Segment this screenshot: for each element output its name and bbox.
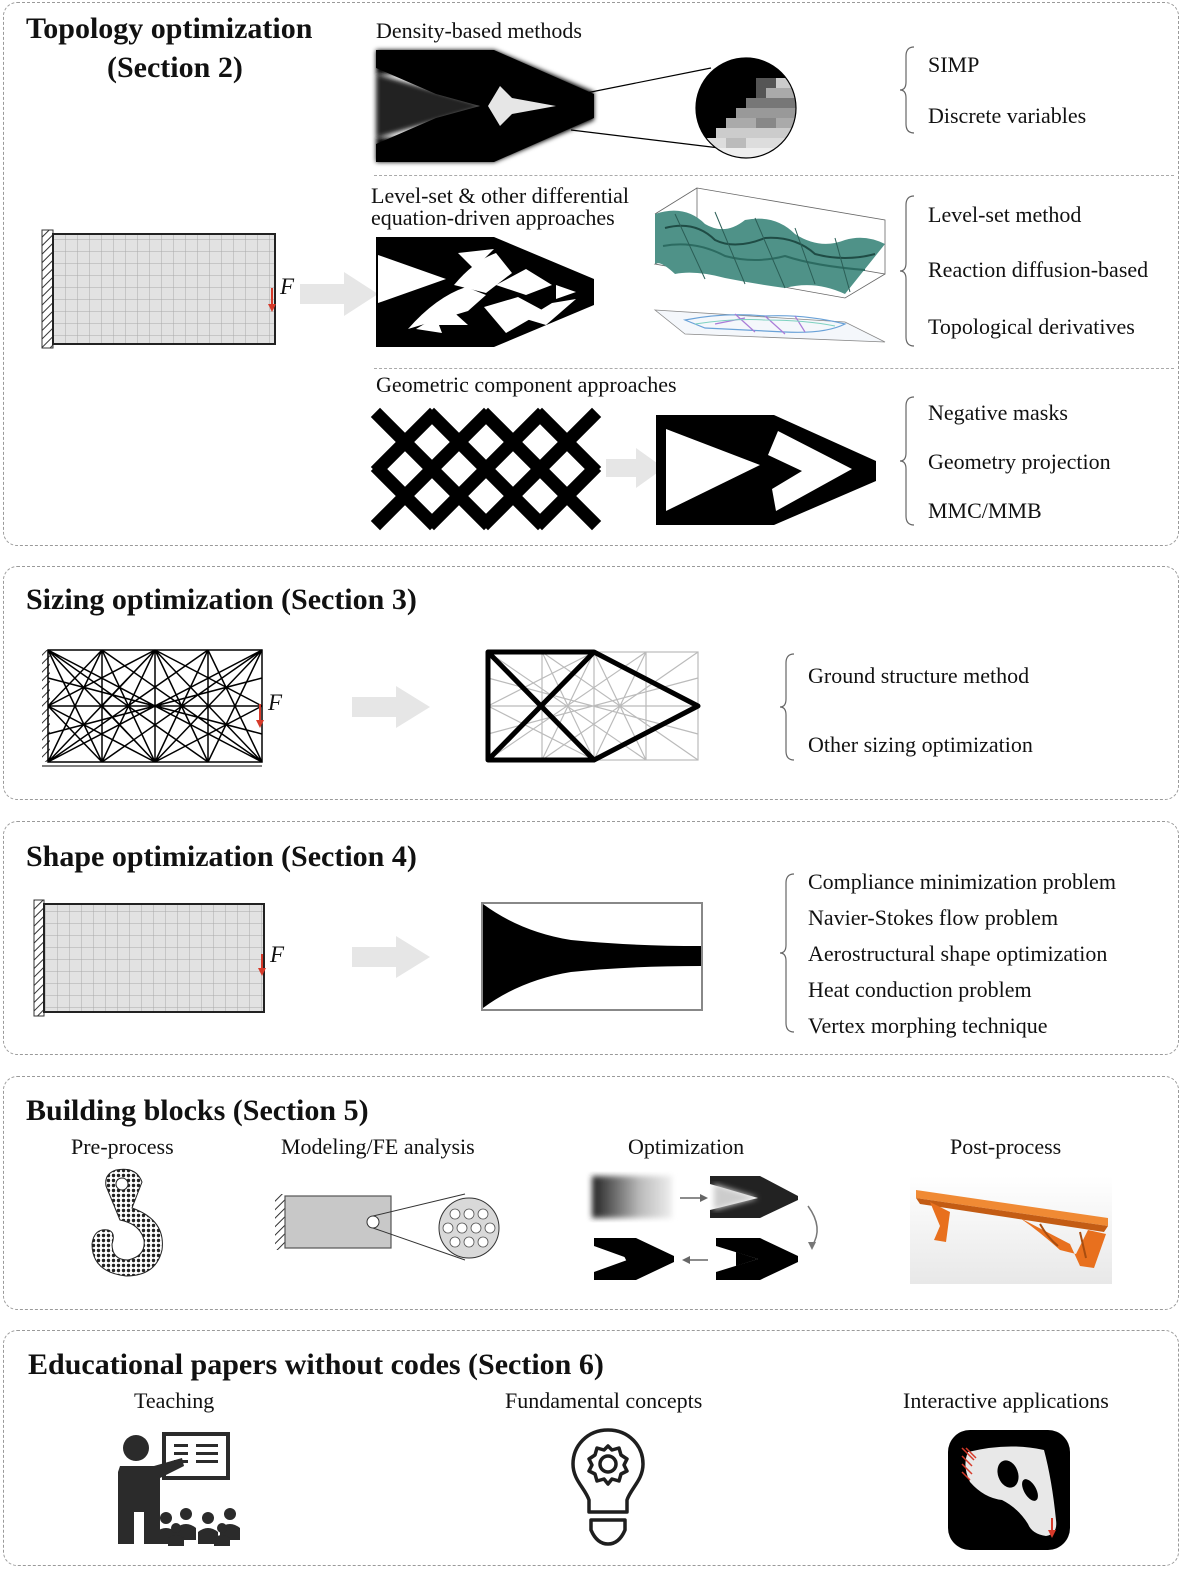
- geometric-item-3: MMC/MMB: [928, 498, 1042, 523]
- optimization-label: Optimization: [628, 1134, 745, 1159]
- shape-title: Shape optimization (Section 4): [26, 840, 417, 873]
- education-panel: [3, 1330, 1179, 1566]
- blocks-title: Building blocks (Section 5): [26, 1094, 369, 1127]
- density-label: Density-based methods: [376, 18, 582, 43]
- levelset-item-1: Level-set method: [928, 202, 1082, 227]
- interactive-label: Interactive applications: [903, 1388, 1109, 1413]
- force-label: F: [268, 690, 283, 715]
- sized-structure: [485, 649, 701, 763]
- interactive-app-icon: [948, 1430, 1070, 1550]
- levelset-item-3: Topological derivatives: [928, 314, 1135, 339]
- education-title: Educational papers without codes (Sectio…: [28, 1348, 604, 1381]
- lattice-components: [370, 407, 602, 531]
- modeling-label: Modeling/FE analysis: [281, 1134, 475, 1159]
- shape-result: [481, 902, 703, 1011]
- 3d-printed-bridge-icon: [910, 1176, 1112, 1284]
- topology-panel: [3, 2, 1179, 546]
- topology-divider-1: [374, 175, 1174, 176]
- brace-shape: [779, 873, 795, 1033]
- arrow-icon: [300, 272, 378, 316]
- levelset-label-line1: Level-set & other differential: [371, 183, 629, 208]
- sizing-item-2: Other sizing optimization: [808, 732, 1033, 757]
- shape-domain-mesh: [33, 899, 266, 1017]
- levelset-structure: [376, 237, 594, 347]
- geometric-label: Geometric component approaches: [376, 372, 677, 397]
- shape-item-3: Aerostructural shape optimization: [808, 941, 1108, 966]
- brace-levelset: [899, 195, 915, 347]
- geometric-structure: [656, 415, 876, 525]
- topology-title-section: (Section 2): [107, 51, 243, 84]
- fe-analysis-icon: [275, 1193, 500, 1261]
- postprocess-label: Post-process: [950, 1134, 1062, 1159]
- density-structure: [376, 50, 797, 162]
- optimization-cycle-icon: [592, 1176, 818, 1280]
- teaching-label: Teaching: [134, 1388, 215, 1413]
- density-item-simp: SIMP: [928, 52, 980, 77]
- force-label: F: [270, 942, 285, 967]
- levelset-surface-plot: [653, 187, 886, 343]
- shape-item-4: Heat conduction problem: [808, 977, 1032, 1002]
- density-item-discrete: Discrete variables: [928, 103, 1087, 128]
- levelset-item-2: Reaction diffusion-based: [928, 257, 1149, 282]
- sizing-title: Sizing optimization (Section 3): [26, 583, 417, 616]
- levelset-label-line2: equation-driven approaches: [371, 205, 615, 230]
- shape-item-2: Navier-Stokes flow problem: [808, 905, 1059, 930]
- geometric-item-2: Geometry projection: [928, 449, 1111, 474]
- ground-structure: [42, 649, 264, 767]
- brace-sizing: [779, 653, 795, 761]
- lightbulb-gear-icon: [571, 1428, 645, 1546]
- teacher-icon: [118, 1432, 240, 1546]
- preprocess-label: Pre-process: [71, 1134, 174, 1159]
- topology-divider-2: [374, 368, 1174, 369]
- brace-geometric: [899, 396, 915, 526]
- shape-item-1: Compliance minimization problem: [808, 869, 1116, 894]
- force-label: F: [280, 274, 295, 299]
- sizing-item-1: Ground structure method: [808, 663, 1030, 688]
- geometric-item-1: Negative masks: [928, 400, 1068, 425]
- arrow-icon: [606, 448, 664, 488]
- arrow-icon: [352, 686, 430, 728]
- brace-density: [899, 46, 915, 134]
- concepts-label: Fundamental concepts: [505, 1388, 703, 1413]
- topology-title: Topology optimization: [26, 12, 313, 45]
- design-domain-mesh: [41, 229, 276, 349]
- sizing-panel: [3, 566, 1179, 800]
- shape-item-5: Vertex morphing technique: [808, 1013, 1048, 1038]
- shape-panel: [3, 821, 1179, 1055]
- hook-mesh-icon: [91, 1168, 163, 1277]
- arrow-icon: [352, 936, 430, 978]
- blocks-panel: [3, 1076, 1179, 1310]
